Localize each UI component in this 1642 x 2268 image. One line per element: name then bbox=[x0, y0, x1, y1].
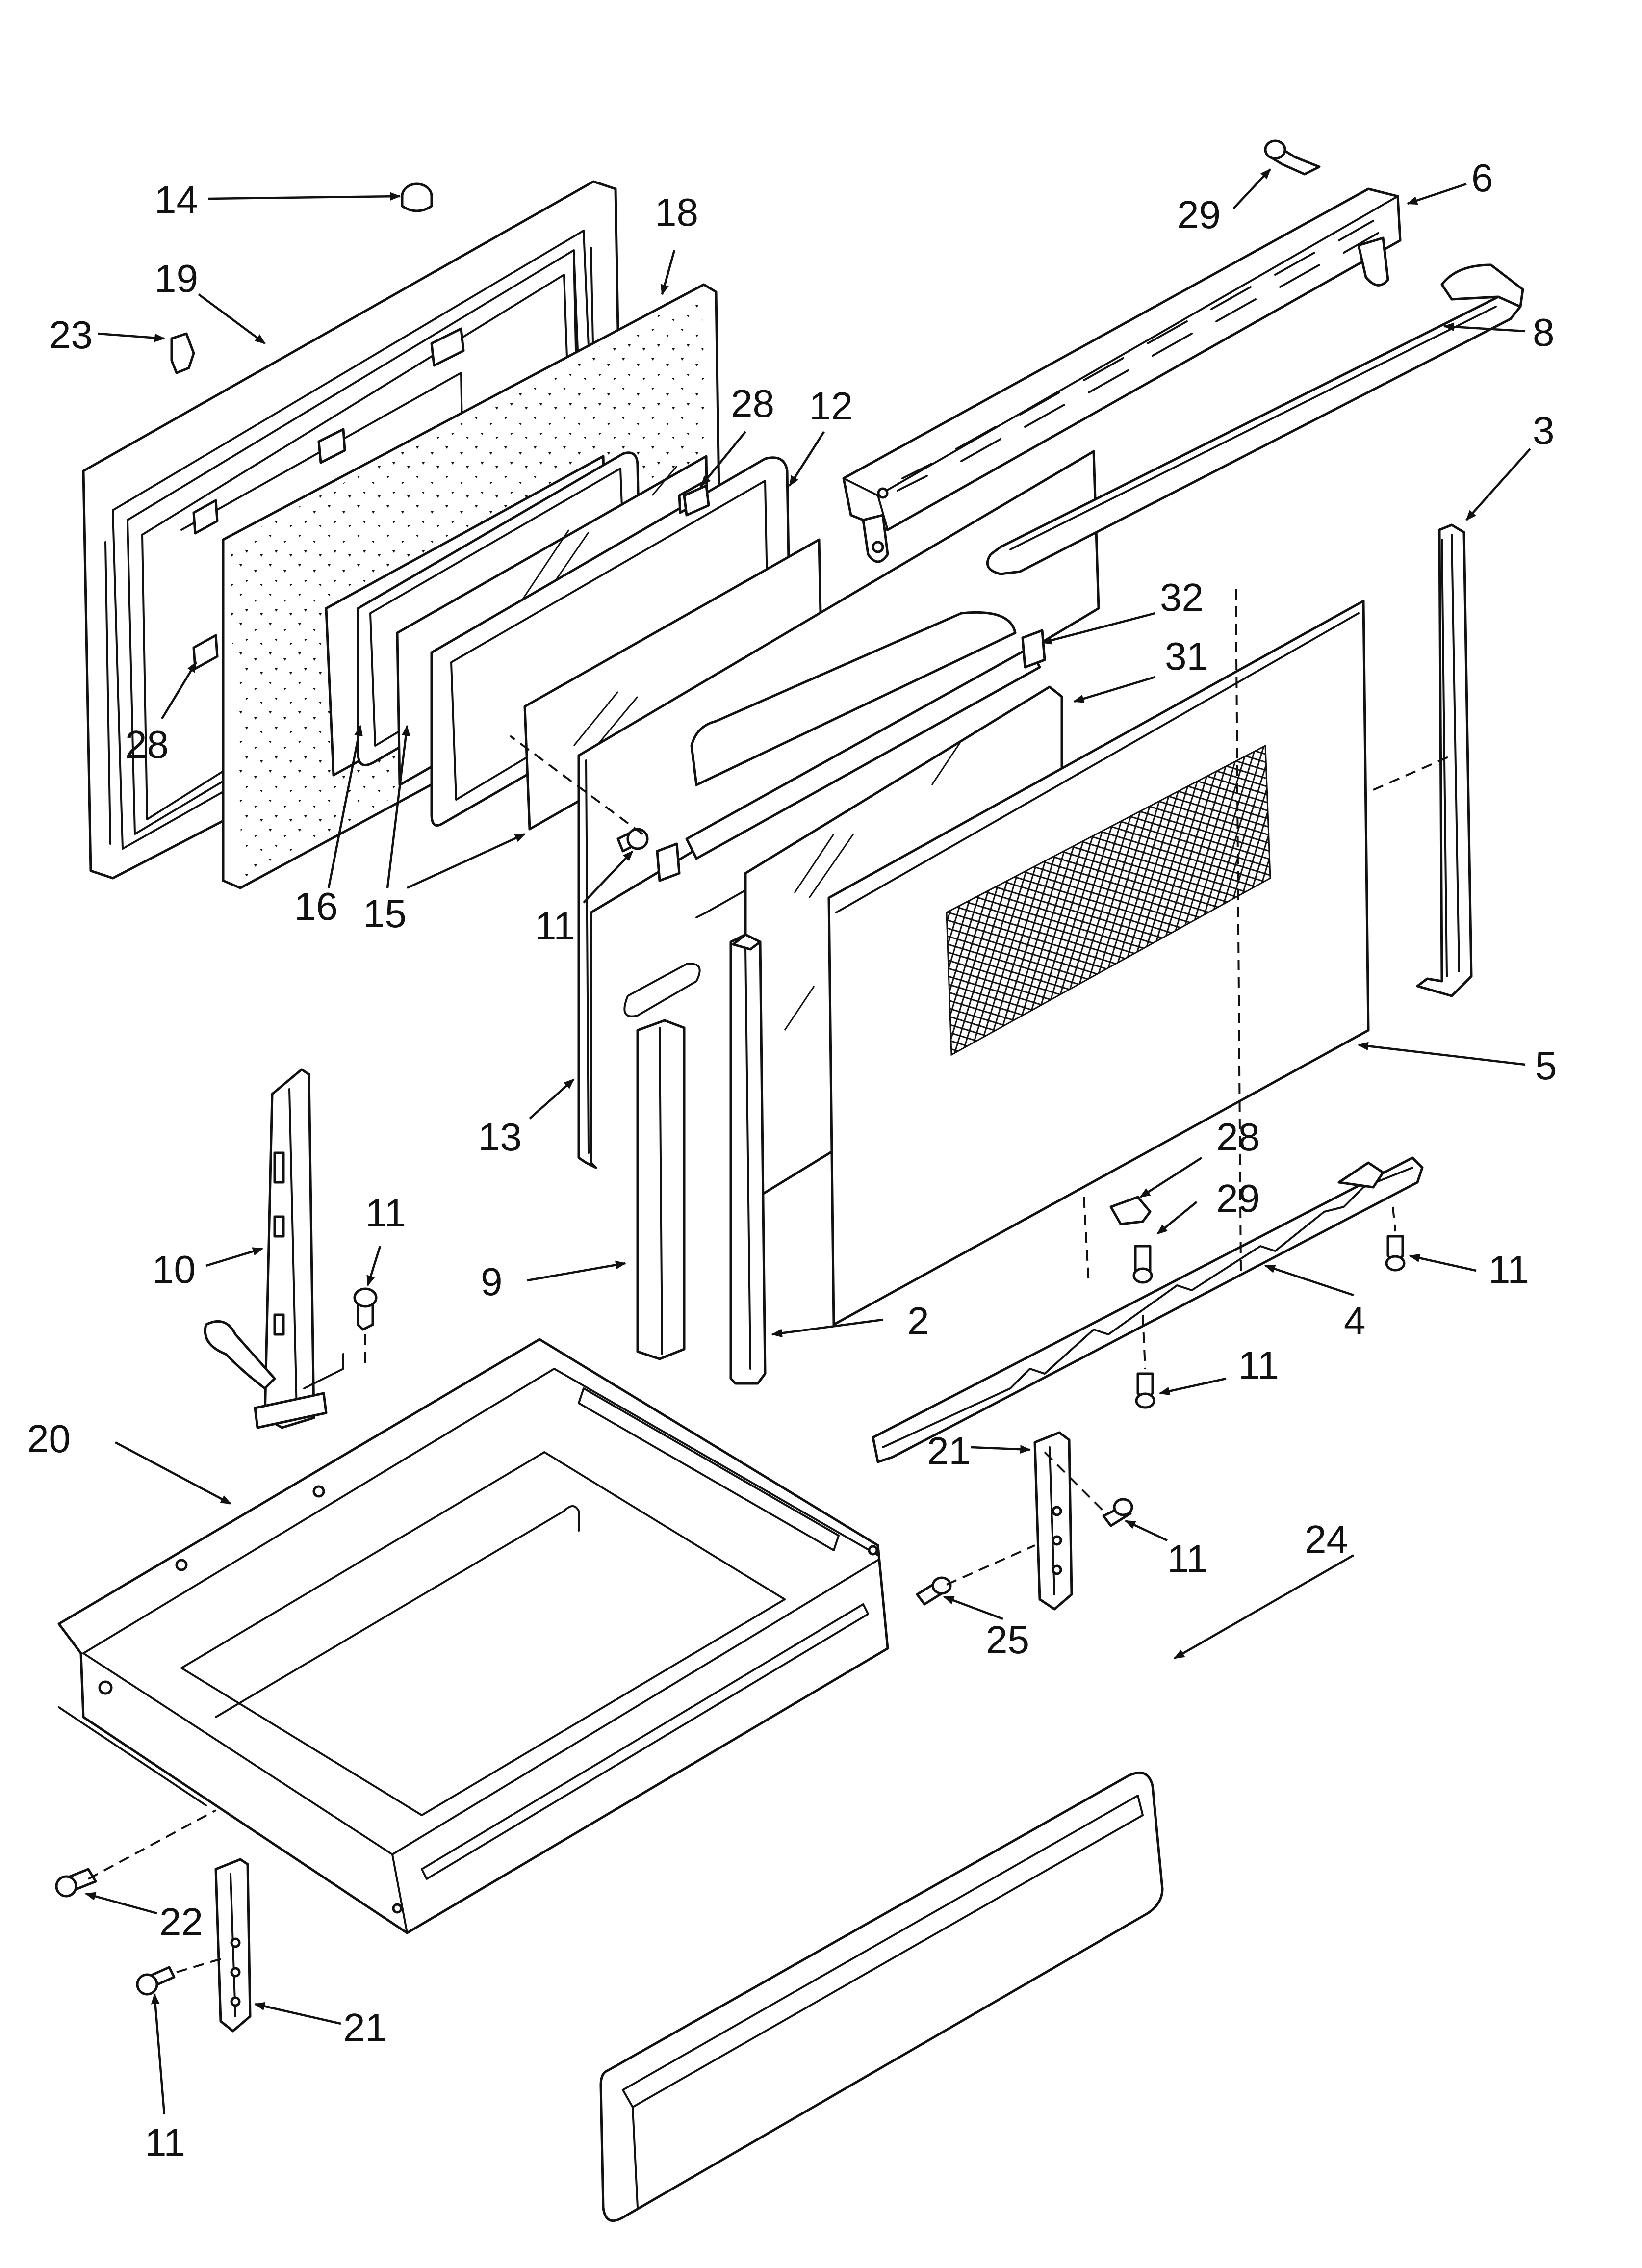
screw-11-trim-right bbox=[1385, 1235, 1406, 1272]
callout-22: 22 bbox=[159, 1900, 203, 1944]
callout-14: 14 bbox=[154, 178, 198, 222]
callout-28-left: 28 bbox=[125, 723, 169, 766]
callout-2: 2 bbox=[907, 1299, 929, 1343]
drawer-front-panel bbox=[599, 1771, 1164, 2222]
door-hinge-left bbox=[204, 1068, 344, 1429]
door-vent-trim bbox=[842, 187, 1402, 563]
callout-24: 24 bbox=[1305, 1517, 1348, 1561]
callout-19: 19 bbox=[154, 257, 198, 300]
callout-20: 20 bbox=[27, 1417, 71, 1460]
screw-25 bbox=[916, 1576, 952, 1606]
callout-23: 23 bbox=[49, 313, 93, 357]
screw-11-lower-left bbox=[136, 1966, 176, 1996]
door-clip-23 bbox=[170, 332, 195, 374]
callout-labels: 14 19 23 18 28 12 28 16 15 11 29 6 8 3 3… bbox=[27, 156, 1557, 2164]
door-side-trim-right bbox=[1416, 523, 1473, 997]
callout-15: 15 bbox=[363, 892, 407, 936]
callout-31: 31 bbox=[1165, 634, 1208, 678]
screw-11-hinge bbox=[353, 1287, 378, 1331]
door-spacer-strip bbox=[636, 1019, 686, 1360]
callout-18: 18 bbox=[655, 190, 698, 234]
screw-29-upper bbox=[1264, 139, 1321, 176]
glass-retainer-bracket bbox=[656, 611, 1046, 918]
callout-4: 4 bbox=[1344, 1299, 1366, 1343]
callout-32: 32 bbox=[1160, 575, 1204, 619]
door-handle bbox=[986, 263, 1524, 575]
screw-29-lower bbox=[1132, 1245, 1153, 1284]
storage-drawer-body bbox=[57, 1338, 889, 1934]
callout-29-lower: 29 bbox=[1216, 1176, 1260, 1220]
pin-22 bbox=[55, 1868, 97, 1898]
door-side-trim-left bbox=[729, 933, 767, 1385]
callout-11-trim-bottom: 11 bbox=[1238, 1343, 1279, 1387]
assembly-guide-lines bbox=[88, 588, 1452, 1973]
door-bottom-trim bbox=[872, 1156, 1424, 1463]
callout-3: 3 bbox=[1533, 409, 1555, 452]
callout-9: 9 bbox=[481, 1260, 503, 1303]
callout-21-right: 21 bbox=[927, 1429, 971, 1473]
door-bumper bbox=[401, 182, 433, 212]
callout-11-trim-right: 11 bbox=[1488, 1248, 1529, 1291]
callout-25: 25 bbox=[986, 1618, 1029, 1662]
drawer-slide-bracket-right bbox=[1033, 1431, 1073, 1611]
callout-29-upper: 29 bbox=[1177, 193, 1221, 236]
callout-13: 13 bbox=[478, 1115, 522, 1159]
callout-8: 8 bbox=[1533, 311, 1555, 354]
callout-10: 10 bbox=[152, 1248, 196, 1291]
screw-11-slide bbox=[1102, 1498, 1133, 1527]
callout-5: 5 bbox=[1535, 1044, 1557, 1088]
callout-leaders bbox=[84, 168, 1531, 2115]
screw-11-trim-bottom bbox=[1135, 1372, 1155, 1409]
callout-11-slide: 11 bbox=[1167, 1537, 1208, 1581]
drawer-slide-bracket-left bbox=[214, 1858, 252, 2033]
callout-11-hinge: 11 bbox=[365, 1191, 406, 1235]
outer-door-panel bbox=[827, 600, 1370, 1326]
callout-21-left: 21 bbox=[343, 2006, 387, 2049]
callout-28-upper: 28 bbox=[731, 382, 774, 425]
callout-28-lower: 28 bbox=[1216, 1115, 1260, 1159]
callout-6: 6 bbox=[1471, 156, 1493, 200]
door-clip-28-upper bbox=[683, 484, 710, 517]
callout-11-lower-left: 11 bbox=[145, 2121, 185, 2164]
callout-16: 16 bbox=[294, 885, 338, 928]
hinge-clip-28-lower bbox=[1109, 1196, 1152, 1225]
callout-12: 12 bbox=[809, 384, 853, 428]
callout-11-liner: 11 bbox=[535, 904, 575, 948]
